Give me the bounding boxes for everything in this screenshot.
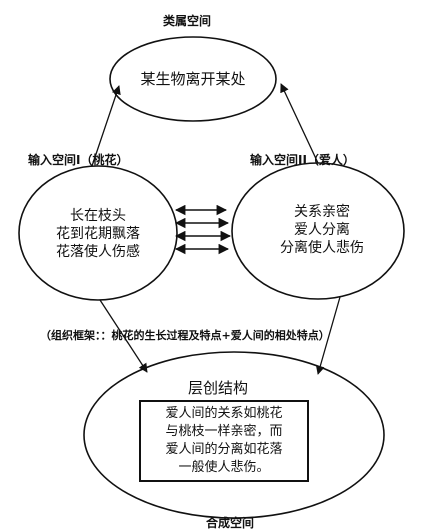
input-space-2-line: 爱人分离: [294, 222, 350, 238]
input-space-1-label: 输入空间I（桃花）: [28, 153, 129, 167]
blend-space-label: 合成空间: [206, 516, 255, 530]
input-space-2-label: 输入空间II（爱人）: [250, 153, 355, 167]
emergent-structure-line: 一般使人悲伤。: [178, 460, 270, 475]
arrow-input2-to-blend: [315, 296, 341, 375]
organizing-frame-note: （组织框架：：桃花的生长过程及特点+爱人间的相处特点）: [40, 329, 330, 342]
input-space-1-text: 长在枝头 花到花期飘落 花落使人伤感: [34, 207, 162, 261]
arrow-input2-to-generic: [280, 83, 319, 164]
blend-space-ellipse: [83, 351, 385, 519]
emergent-structure-title: 层创结构: [187, 379, 248, 397]
input-space-2-line: 分离使人悲伤: [280, 240, 364, 256]
emergent-structure-box: 爱人间的关系如桃花 与桃枝一样亲密，而 爱人间的分离如花落 一般使人悲伤。: [139, 400, 309, 482]
generic-space-label: 类属空间: [163, 14, 212, 28]
arrow-input1-to-generic: [91, 85, 121, 167]
emergent-structure-line: 与桃枝一样亲密，而: [165, 424, 283, 439]
arrow-input1-to-blend: [99, 299, 148, 373]
input-space-2-line: 关系亲密: [294, 204, 350, 220]
input-space-1-line: 花落使人伤感: [56, 244, 140, 260]
input-space-1-line: 长在枝头: [70, 208, 126, 224]
emergent-structure-line: 爱人间的关系如桃花: [165, 406, 283, 421]
input-space-2-text: 关系亲密 爱人分离 分离使人悲伤: [262, 203, 382, 257]
generic-space-ellipse: [109, 36, 277, 122]
generic-space-content: 某生物离开某处: [140, 70, 246, 88]
emergent-structure-line: 爱人间的分离如花落: [165, 442, 283, 457]
input-space-1-line: 花到花期飘落: [56, 226, 140, 242]
